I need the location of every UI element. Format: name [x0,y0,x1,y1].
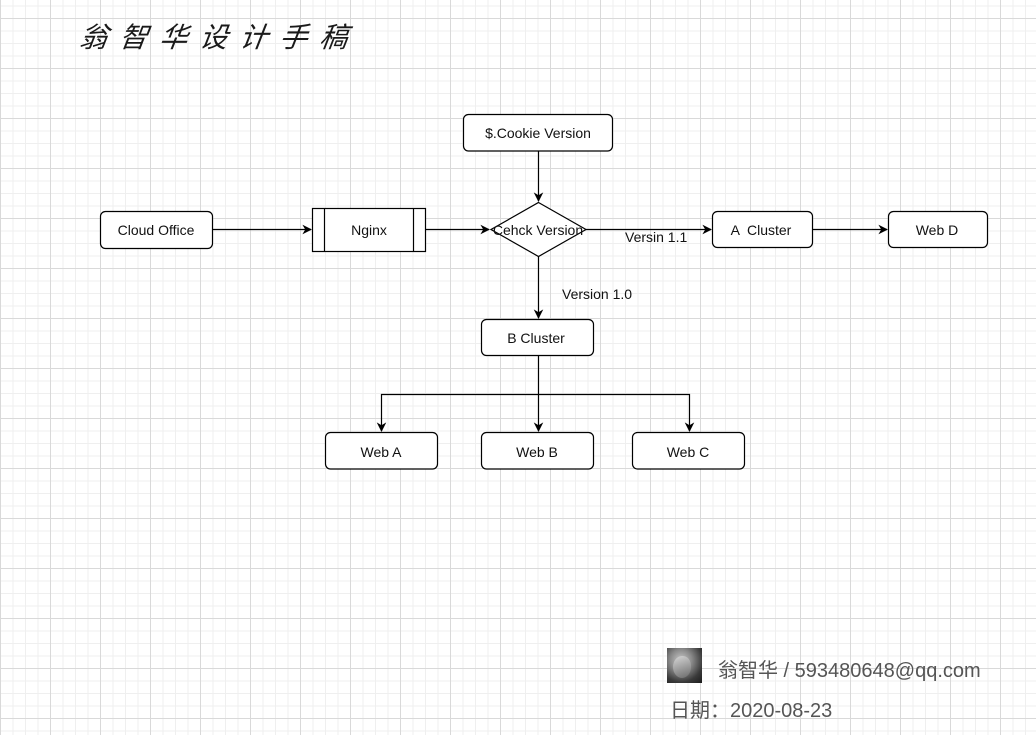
node-web-c[interactable]: Web C [631,431,746,470]
node-a-cluster[interactable]: A Cluster [711,210,814,249]
author-info: 翁智华 / 593480648@qq.com [718,660,981,682]
node-label: Cehck Version [493,222,583,238]
node-label: Cloud Office [118,222,195,238]
node-check-version[interactable]: Cehck Version [489,201,588,258]
node-label: Web D [916,222,959,238]
node-label: B Cluster [507,330,565,346]
node-label: Web A [361,444,403,460]
node-label: $.Cookie Version [485,125,591,141]
node-web-a[interactable]: Web A [324,431,439,470]
node-b-cluster[interactable]: B Cluster [480,318,595,357]
edge-b-cluster-to-web-a[interactable] [376,393,539,432]
node-cookie-version[interactable]: $.Cookie Version [462,113,614,152]
author-avatar [667,648,702,683]
date-label: 日期：2020-08-23 [670,700,833,722]
edge-b-cluster-to-web-c[interactable] [538,393,695,432]
node-label: Web B [516,444,558,460]
node-label: Nginx [351,222,387,238]
node-web-d[interactable]: Web D [887,210,989,249]
edge-label-version-1-1: Versin 1.1 [625,229,687,245]
node-cloud-office[interactable]: Cloud Office [99,210,214,250]
node-nginx[interactable]: Nginx [311,207,427,253]
avatar-face-icon [673,656,691,678]
node-label: A Cluster [731,222,792,238]
node-label: Web C [667,444,710,460]
edge-label-version-1-0: Version 1.0 [562,286,632,302]
node-web-b[interactable]: Web B [480,431,595,470]
